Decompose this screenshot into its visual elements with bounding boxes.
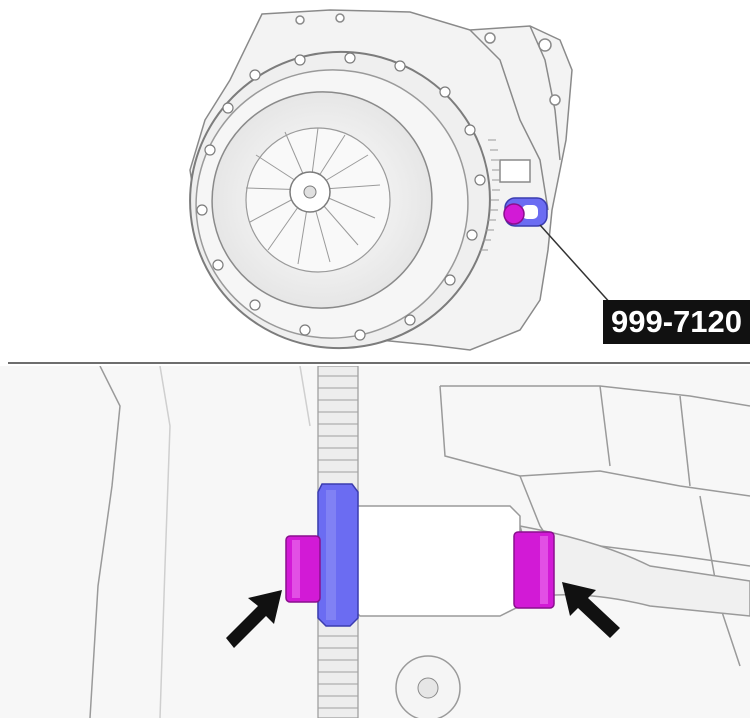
arrow-pointer-icon xyxy=(562,582,620,638)
housing-boss xyxy=(395,655,461,718)
tool-detail-drawing xyxy=(0,366,750,718)
arrow-pointer-icon xyxy=(226,590,282,648)
locking-tool-plate xyxy=(317,483,359,627)
callout-leader-line xyxy=(539,224,613,306)
clutch-assembly-drawing xyxy=(189,9,613,351)
left-bolt xyxy=(285,535,321,603)
tool-bolt xyxy=(503,203,525,225)
tool-number-callout: 999-7120 xyxy=(603,300,750,344)
panel-divider xyxy=(8,362,750,364)
overview-illustration xyxy=(189,9,613,351)
ring-gear-teeth xyxy=(480,139,500,251)
detail-illustration xyxy=(0,366,750,718)
right-bolt xyxy=(513,531,555,609)
locking-tool-body xyxy=(349,505,521,617)
